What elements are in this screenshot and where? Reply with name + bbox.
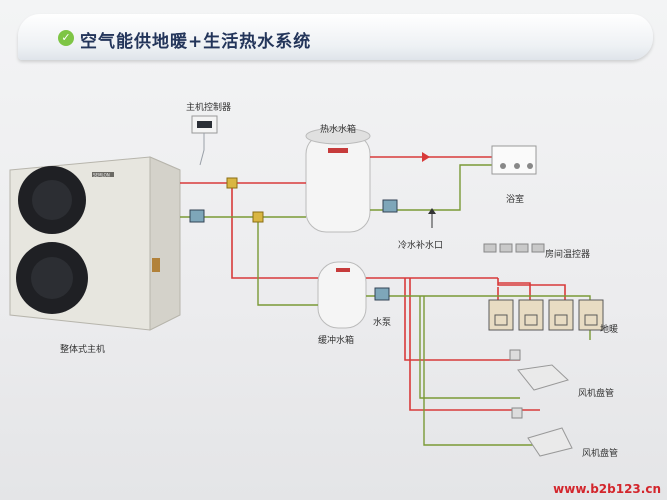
hot-pipes (180, 156, 566, 411)
pump-3 (374, 287, 390, 301)
main-unit: SEMLON (9, 156, 181, 331)
hot-tank-label: 热水水箱 (320, 125, 357, 135)
watermark: www.b2b123.cn (553, 482, 661, 496)
bathroom-label: 浴室 (506, 195, 525, 205)
title-banner (18, 14, 653, 60)
floor-heating-coils (488, 299, 604, 331)
cold-inlet-label: 冷水补水口 (398, 241, 444, 251)
main-controller (191, 115, 218, 166)
room-thermostats (483, 243, 545, 253)
cold-inlet-valve (428, 208, 436, 228)
floor-heating-label: 地暖 (600, 325, 619, 335)
pump-2 (382, 199, 398, 213)
fan-coil-2-label: 风机盘管 (582, 449, 619, 459)
brand-plate (92, 172, 114, 177)
bathroom-fixtures (491, 145, 537, 175)
pump-1 (189, 209, 205, 223)
diagram-title: 空气能供地暖+生活热水系统 (80, 32, 312, 52)
hot-water-tank (305, 127, 371, 233)
fan-coil-2 (511, 407, 573, 457)
valve-2 (252, 211, 264, 223)
buffer-tank (317, 261, 367, 329)
pump-label: 水泵 (373, 318, 392, 328)
room-thermostat-label: 房间温控器 (545, 250, 591, 260)
main-unit-label: 整体式主机 (60, 345, 106, 355)
fan-coil-1 (509, 349, 569, 391)
flow-arrow (422, 152, 430, 162)
unit-connector (152, 258, 160, 272)
valve-1 (226, 177, 238, 189)
buffer-tank-label: 缓冲水箱 (318, 336, 355, 346)
fan-coil-1-label: 风机盘管 (578, 389, 615, 399)
check-icon: ✓ (58, 30, 74, 46)
brand-label: SEMLON (93, 173, 110, 178)
controller-label: 主机控制器 (186, 103, 232, 113)
